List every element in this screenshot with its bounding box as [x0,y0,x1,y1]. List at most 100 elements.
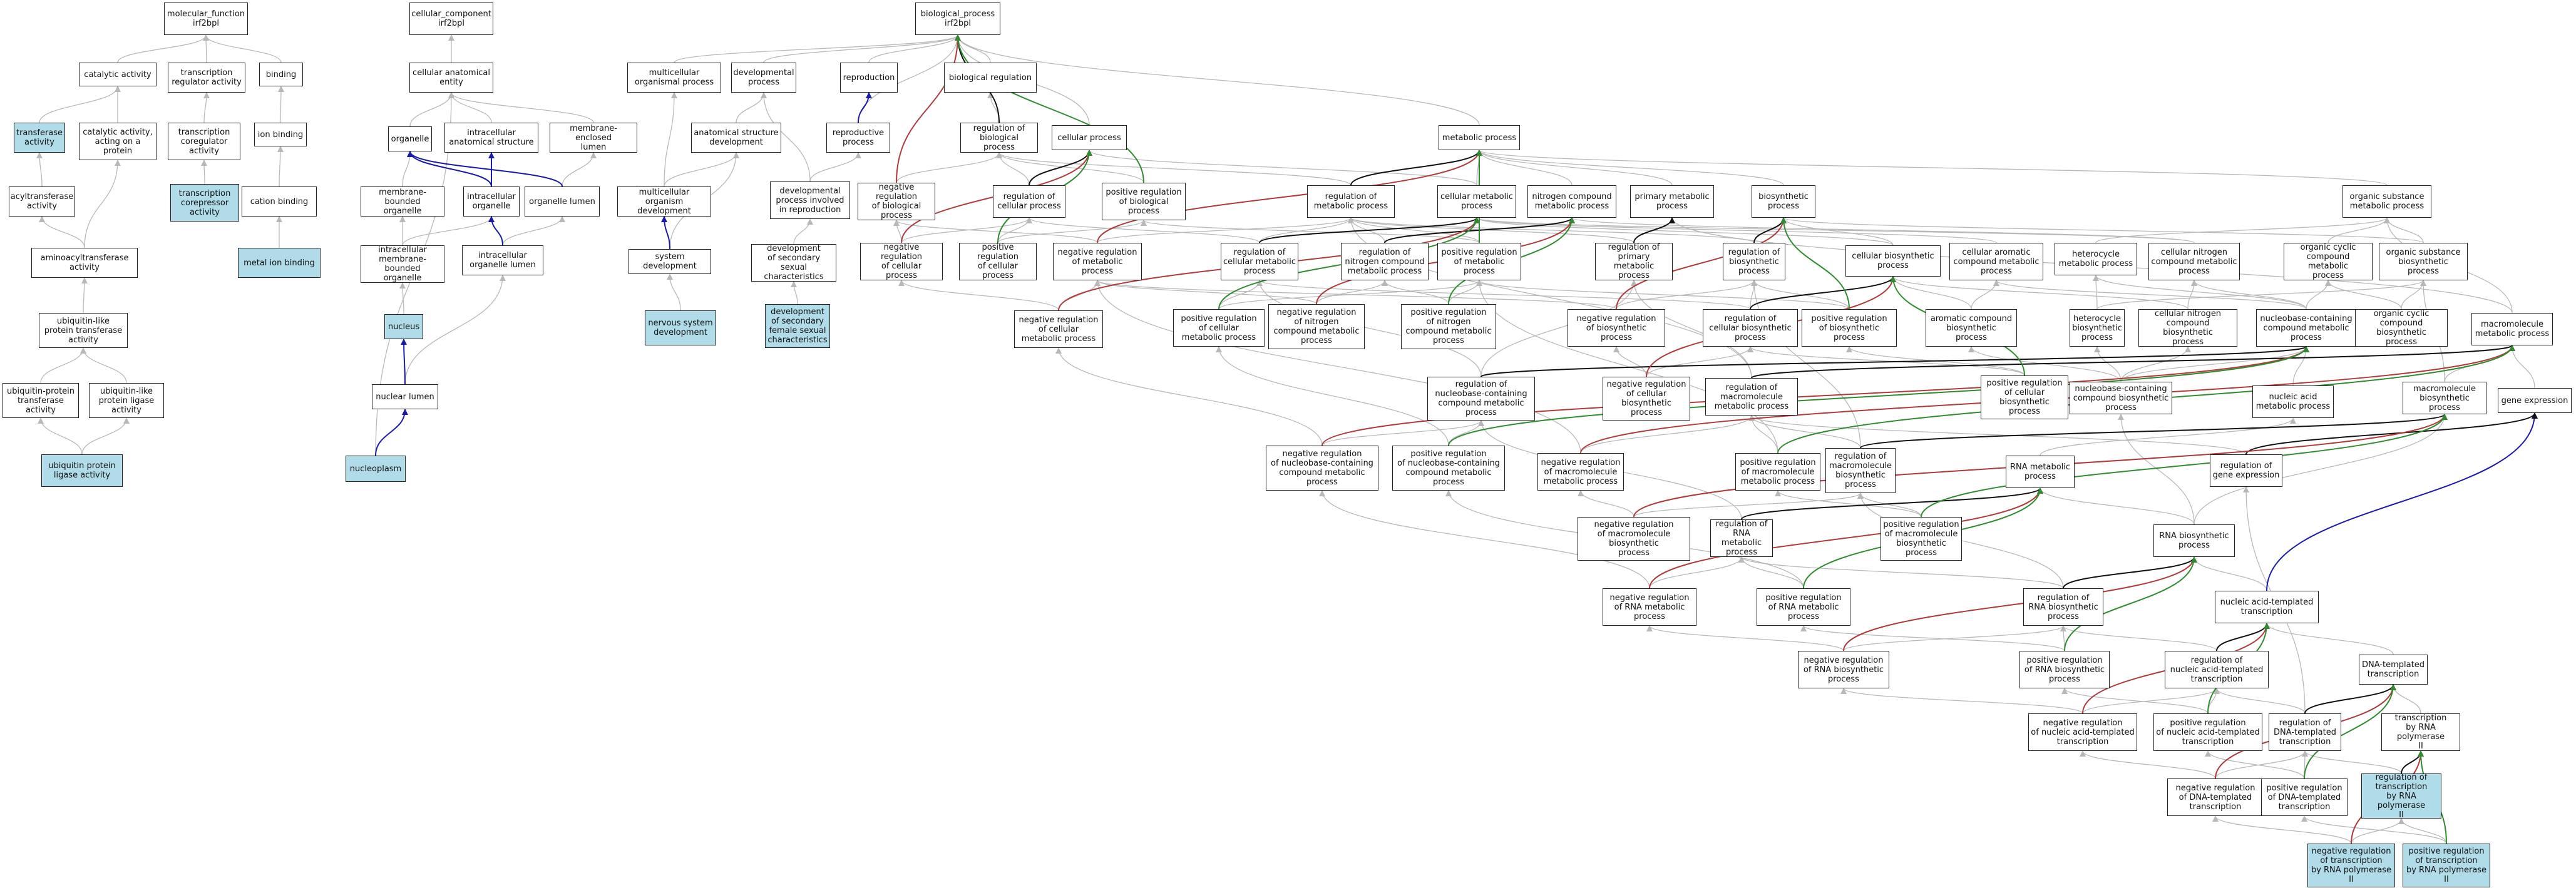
go-term-node[interactable]: regulation of RNA metabolic process [1710,519,1773,557]
go-term-node[interactable]: regulation of cellular biosynthetic proc… [1703,309,1798,347]
go-term-node[interactable]: transferase activity [14,123,65,153]
go-term-node[interactable]: positive regulation of macromolecule bio… [1881,517,1962,561]
go-term-node[interactable]: negative regulation of RNA metabolic pro… [1603,588,1696,626]
go-term-node[interactable]: heterocycle metabolic process [2055,243,2137,275]
go-term-node[interactable]: transcription coregulator activity [168,123,240,160]
go-term-node[interactable]: cellular biosynthetic process [1845,245,1941,277]
go-term-node[interactable]: positive regulation of cellular metaboli… [1173,309,1265,347]
go-term-node[interactable]: intracellular organelle lumen [462,245,543,275]
go-term-node[interactable]: organelle lumen [525,186,600,217]
go-term-node[interactable]: RNA biosynthetic process [2153,524,2235,557]
go-term-node[interactable]: positive regulation of cellular biosynth… [1981,375,2068,419]
go-term-node[interactable]: positive regulation of RNA metabolic pro… [1757,588,1850,626]
go-term-node[interactable]: cellular nitrogen compound metabolic pro… [2148,243,2240,280]
go-term-node[interactable]: cellular nitrogen compound biosynthetic … [2138,309,2237,347]
go-term-node[interactable]: ion binding [254,123,307,146]
go-term-node[interactable]: catalytic activity, acting on a protein [79,123,157,160]
go-term-node[interactable]: biosynthetic process [1752,185,1815,218]
go-term-node[interactable]: negative regulation of macromolecule met… [1537,453,1624,491]
go-term-node[interactable]: acyltransferase activity [9,186,75,217]
go-term-node[interactable]: multicellular organismal process [627,63,721,93]
go-term-node[interactable]: regulation of DNA-templated transcriptio… [2269,713,2341,751]
go-term-node[interactable]: positive regulation of biosynthetic proc… [1802,309,1897,347]
go-term-node[interactable]: nucleic acid metabolic process [2252,385,2334,418]
go-term-node[interactable]: nucleobase-containing compound biosynthe… [2070,382,2172,414]
go-term-node[interactable]: organelle [388,126,432,151]
go-term-node[interactable]: regulation of nucleic acid-templated tra… [2165,651,2269,688]
go-term-node[interactable]: transcription corepressor activity [170,184,239,222]
go-term-node[interactable]: gene expression [2498,388,2572,413]
go-term-node[interactable]: cellular process [1052,125,1127,150]
go-term-node[interactable]: ubiquitin-protein transferase activity [3,383,79,418]
go-term-node[interactable]: negative regulation of transcription by … [2307,844,2395,887]
go-term-node[interactable]: positive regulation of macromolecule met… [1735,453,1820,491]
go-term-node[interactable]: binding [259,63,303,86]
go-term-node[interactable]: nervous system development [645,310,716,345]
go-term-node[interactable]: negative regulation of nucleic acid-temp… [2028,713,2137,751]
go-term-node[interactable]: organic substance biosynthetic process [2379,243,2468,280]
go-term-node[interactable]: positive regulation of transcription by … [2403,844,2490,887]
go-term-node[interactable]: cellular anatomical entity [409,63,493,93]
go-term-node[interactable]: cellular_component irf2bpl [409,3,493,35]
go-term-node[interactable]: cation binding [242,186,317,217]
go-term-node[interactable]: reproductive process [826,123,890,153]
go-term-node[interactable]: positive regulation of biological proces… [1102,183,1186,220]
go-term-node[interactable]: negative regulation of cellular biosynth… [1603,377,1690,421]
go-term-node[interactable]: metabolic process [1439,125,1520,150]
go-term-node[interactable]: anatomical structure development [691,123,781,153]
go-term-node[interactable]: reproduction [840,63,898,93]
go-term-node[interactable]: regulation of macromolecule metabolic pr… [1705,378,1798,416]
go-term-node[interactable]: positive regulation of cellular process [959,243,1037,280]
go-term-node[interactable]: developmental process involved in reprod… [770,181,850,219]
go-term-node[interactable]: negative regulation of macromolecule bio… [1578,517,1690,561]
go-term-node[interactable]: biological_process irf2bpl [915,3,1000,35]
go-term-node[interactable]: transcription by RNA polymerase II [2381,713,2460,751]
go-term-node[interactable]: ubiquitin-like protein ligase activity [89,383,164,418]
go-term-node[interactable]: positive regulation of RNA biosynthetic … [2019,651,2110,688]
go-term-node[interactable]: positive regulation of DNA-templated tra… [2261,778,2348,816]
go-term-node[interactable]: nucleus [384,314,423,339]
go-term-node[interactable]: positive regulation of nucleic acid-temp… [2153,713,2262,751]
go-term-node[interactable]: negative regulation of RNA biosynthetic … [1798,651,1889,688]
go-term-node[interactable]: DNA-templated transcription [2359,655,2428,685]
go-term-node[interactable]: ubiquitin-like protein transferase activ… [39,313,128,348]
go-term-node[interactable]: intracellular anatomical structure [444,123,538,153]
go-term-node[interactable]: catalytic activity [79,63,157,86]
go-term-node[interactable]: negative regulation of biological proces… [858,183,935,220]
go-term-node[interactable]: metal ion binding [238,248,321,278]
go-term-node[interactable]: regulation of nucleobase-containing comp… [1427,377,1535,421]
go-term-node[interactable]: macromolecule biosynthetic process [2403,382,2486,414]
go-term-node[interactable]: nucleobase-containing compound metabolic… [2256,309,2356,347]
go-term-node[interactable]: multicellular organism development [617,186,711,217]
go-term-node[interactable]: biological regulation [944,63,1037,93]
go-term-node[interactable]: negative regulation of nitrogen compound… [1268,304,1365,349]
go-term-node[interactable]: development of secondary female sexual c… [765,304,830,348]
go-term-node[interactable]: positive regulation of nitrogen compound… [1401,304,1496,349]
go-term-node[interactable]: regulation of metabolic process [1307,185,1395,218]
go-term-node[interactable]: aminoacyltransferase activity [31,248,138,278]
go-term-node[interactable]: ubiquitin protein ligase activity [41,454,123,487]
go-term-node[interactable]: aromatic compound biosynthetic process [1926,309,2017,347]
go-term-node[interactable]: regulation of nitrogen compound metaboli… [1341,243,1429,280]
go-term-node[interactable]: RNA metabolic process [2006,456,2075,488]
go-term-node[interactable]: intracellular membrane-bounded organelle [361,245,444,283]
go-term-node[interactable]: negative regulation of nucleobase-contai… [1266,446,1378,491]
go-term-node[interactable]: negative regulation of biosynthetic proc… [1568,309,1665,347]
go-term-node[interactable]: regulation of RNA biosynthetic process [2023,588,2103,626]
go-term-node[interactable]: intracellular organelle [463,186,520,217]
go-term-node[interactable]: membrane-enclosed lumen [550,123,637,153]
go-term-node[interactable]: regulation of biological process [960,123,1038,153]
go-term-node[interactable]: nuclear lumen [372,384,438,409]
go-term-node[interactable]: system development [629,249,711,274]
go-term-node[interactable]: regulation of macromolecule biosynthetic… [1825,448,1896,493]
go-term-node[interactable]: negative regulation of cellular metaboli… [1014,310,1103,348]
go-term-node[interactable]: organic substance metabolic process [2343,185,2431,218]
go-term-node[interactable]: positive regulation of metabolic process [1437,243,1521,280]
go-term-node[interactable]: transcription regulator activity [168,63,245,93]
go-term-node[interactable]: organic cyclic compound biosynthetic pro… [2355,309,2448,347]
go-term-node[interactable]: organic cyclic compound metabolic proces… [2284,243,2373,280]
go-term-node[interactable]: membrane-bounded organelle [361,186,444,217]
go-term-node[interactable]: regulation of primary metabolic process [1595,243,1673,280]
go-term-node[interactable]: regulation of cellular metabolic process [1221,243,1298,280]
go-term-node[interactable]: regulation of biosynthetic process [1723,243,1785,280]
